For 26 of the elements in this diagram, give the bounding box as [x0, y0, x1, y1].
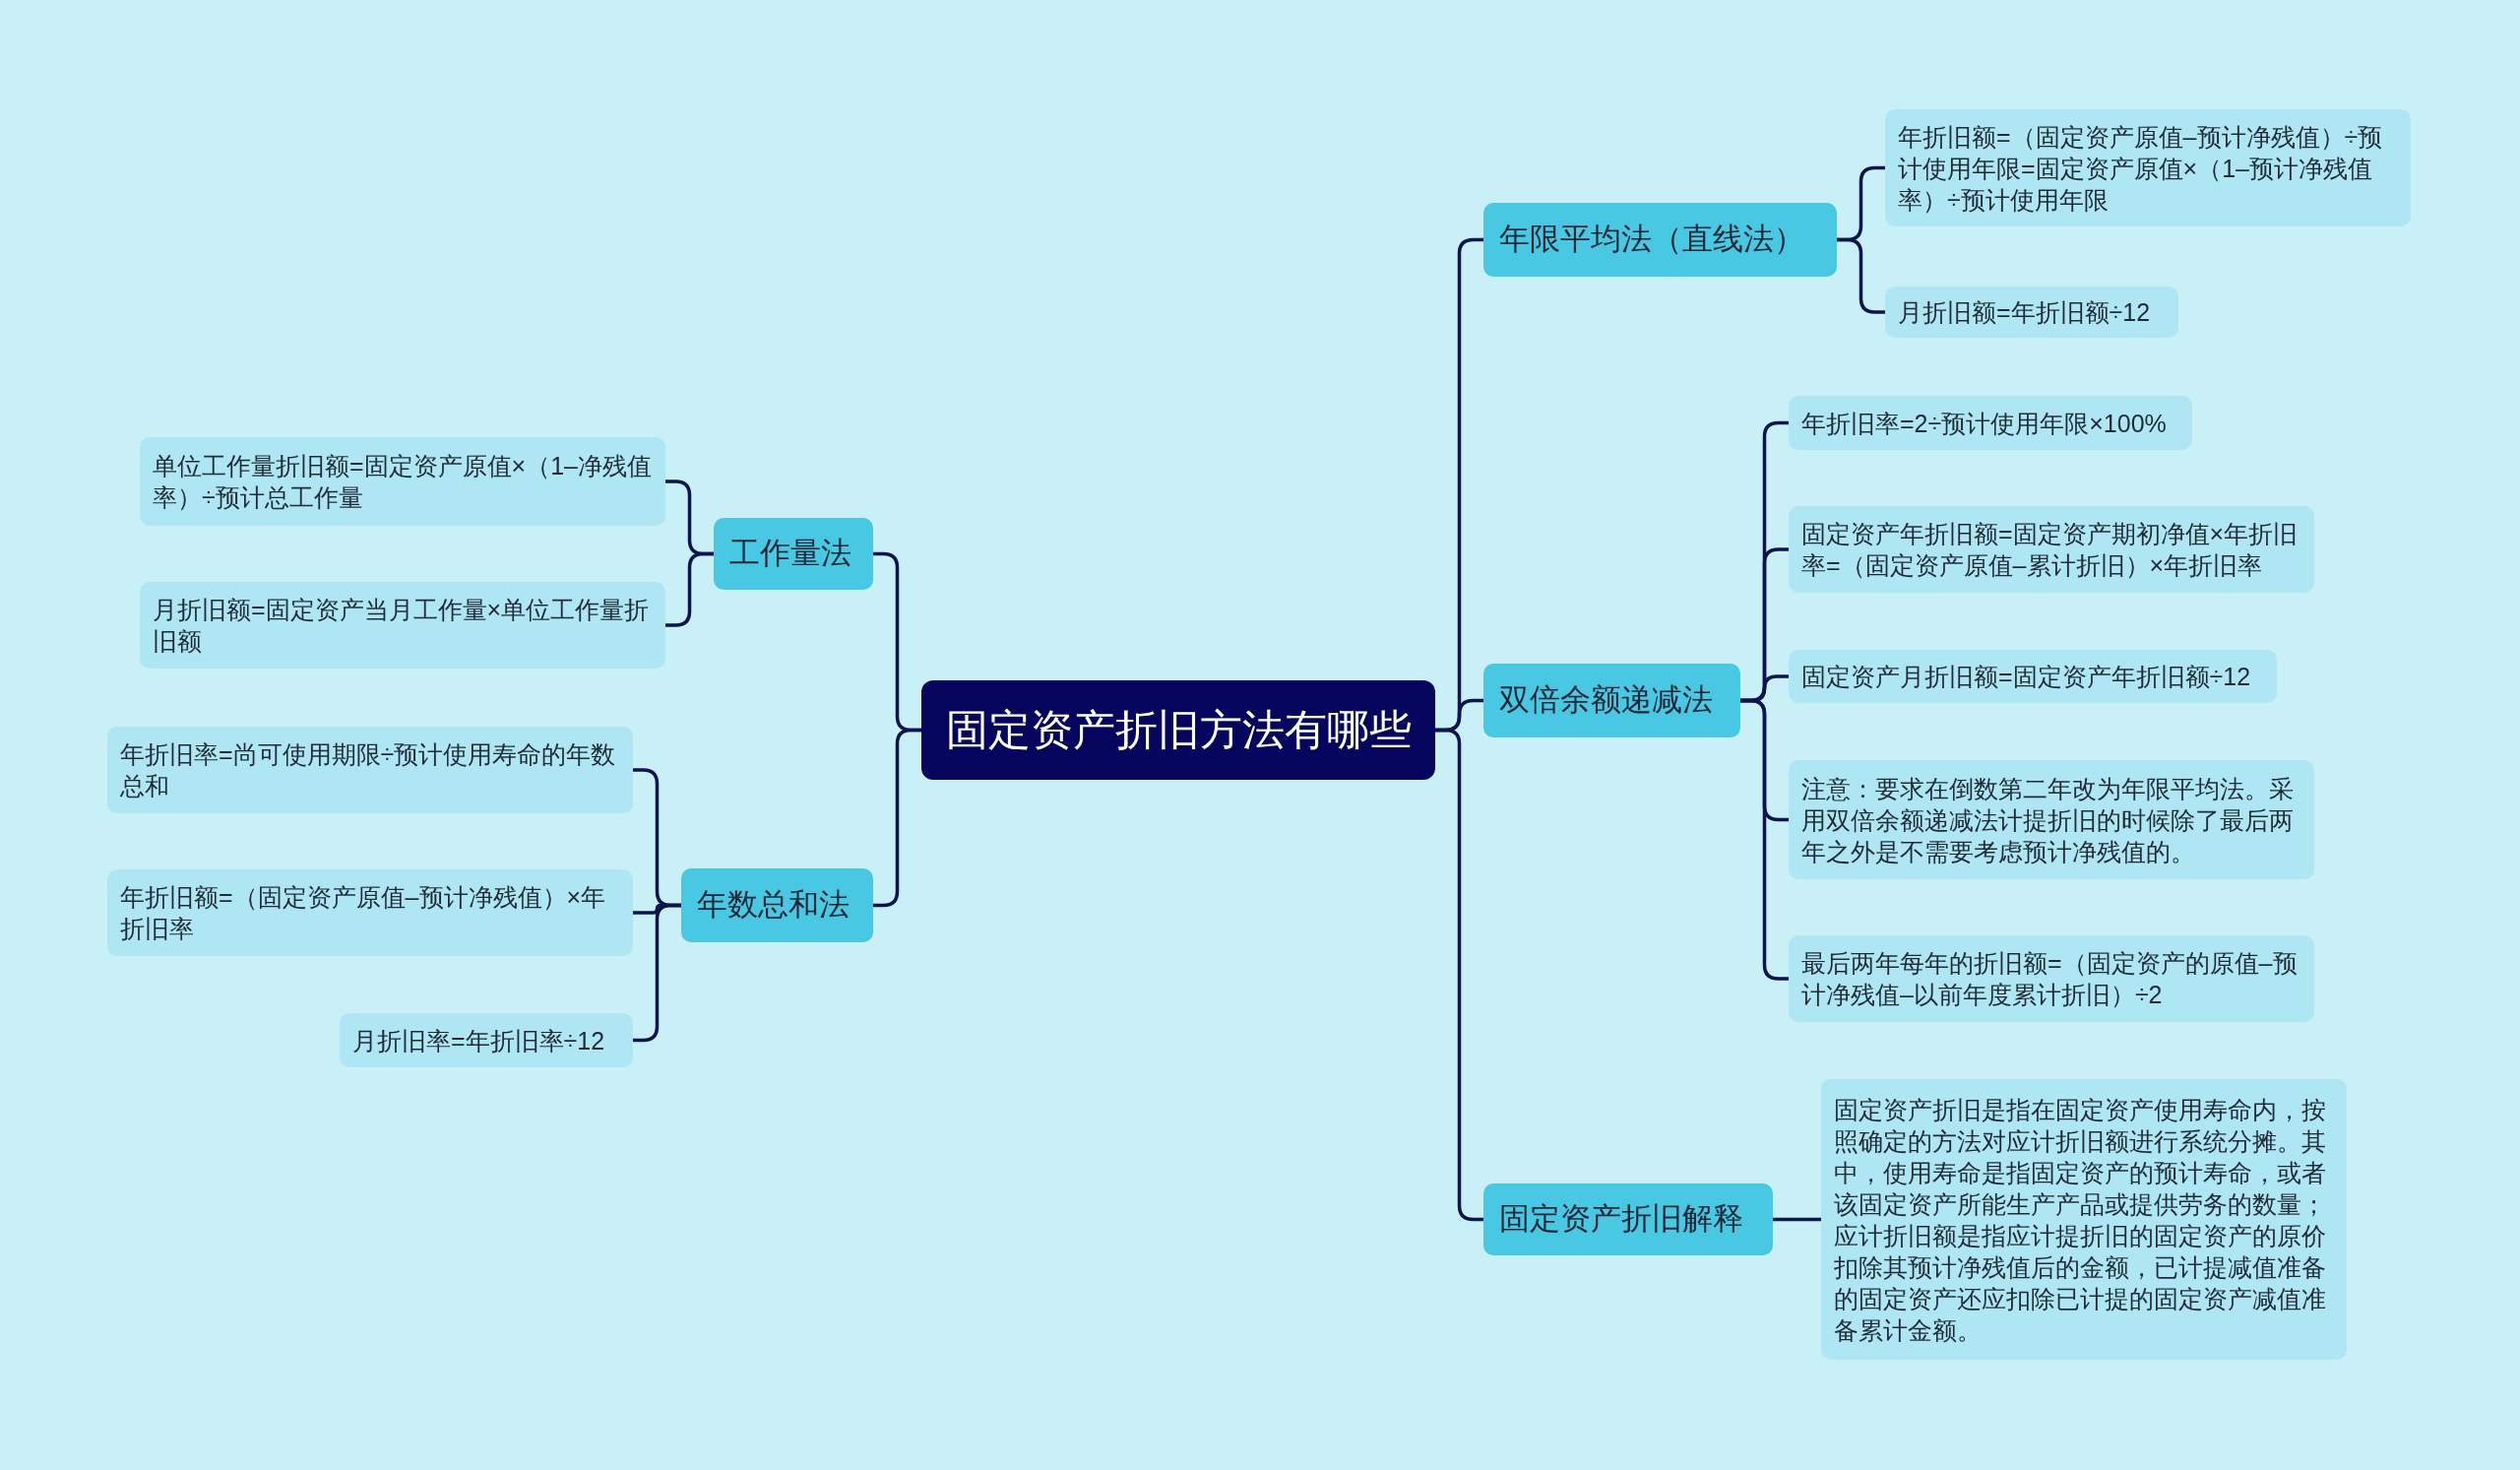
connector-line [1433, 728, 1485, 1222]
note-box: 月折旧额=固定资产当月工作量×单位工作量折旧额 [140, 582, 665, 669]
connector-line [1738, 698, 1791, 981]
connector-line [1835, 237, 1887, 314]
topic-box: 固定资产折旧解释 [1483, 1183, 1773, 1255]
central-topic-box: 固定资产折旧方法有哪些 [921, 680, 1435, 780]
topic-box: 年限平均法（直线法） [1483, 203, 1837, 277]
note-box: 最后两年每年的折旧额=（固定资产的原值–预计净残值–以前年度累计折旧）÷2 [1789, 935, 2314, 1022]
note-box: 固定资产年折旧额=固定资产期初净值×年折旧率=（固定资产原值–累计折旧）×年折旧率 [1789, 506, 2314, 593]
connector-line [871, 728, 923, 908]
note-box: 固定资产折旧是指在固定资产使用寿命内，按照确定的方法对应计折旧额进行系统分摊。其中，使用寿命是指固定资产的预计寿命，或者该固定资产所能生产产品或提供劳务的数量；应计折旧额是指应计提折旧的固定资产的原价扣除其预计净残值后的金额，已计提减值准备的固定资产还应扣除已计提的固定资产减值准备累计金额。 [1821, 1079, 2347, 1360]
topic-box: 工作量法 [714, 518, 873, 590]
note-box: 注意：要求在倒数第二年改为年限平均法。采用双倍余额递减法计提折旧的时候除了最后两年之外是不需要考虑预计净残值的。 [1789, 760, 2314, 879]
connector-line [1771, 1217, 1823, 1222]
note-box: 年折旧率=尚可使用期限÷预计使用寿命的年数总和 [107, 727, 633, 813]
note-box: 年折旧率=2÷预计使用年限×100% [1789, 396, 2192, 450]
topic-box: 年数总和法 [681, 868, 873, 942]
note-box: 固定资产月折旧额=固定资产年折旧额÷12 [1789, 650, 2277, 703]
note-box: 年折旧额=（固定资产原值–预计净残值）÷预计使用年限=固定资产原值×（1–预计净残值率）÷预计使用年限 [1885, 109, 2411, 226]
note-box: 月折旧率=年折旧率÷12 [340, 1013, 633, 1067]
note-box: 年折旧额=（固定资产原值–预计净残值）×年折旧率 [107, 869, 633, 956]
note-box: 单位工作量折旧额=固定资产原值×（1–净残值率）÷预计总工作量 [140, 437, 665, 526]
note-box: 月折旧额=年折旧额÷12 [1885, 287, 2178, 338]
connector-line [631, 903, 683, 1043]
connector-line [663, 551, 716, 627]
topic-box: 双倍余额递减法 [1483, 664, 1740, 737]
